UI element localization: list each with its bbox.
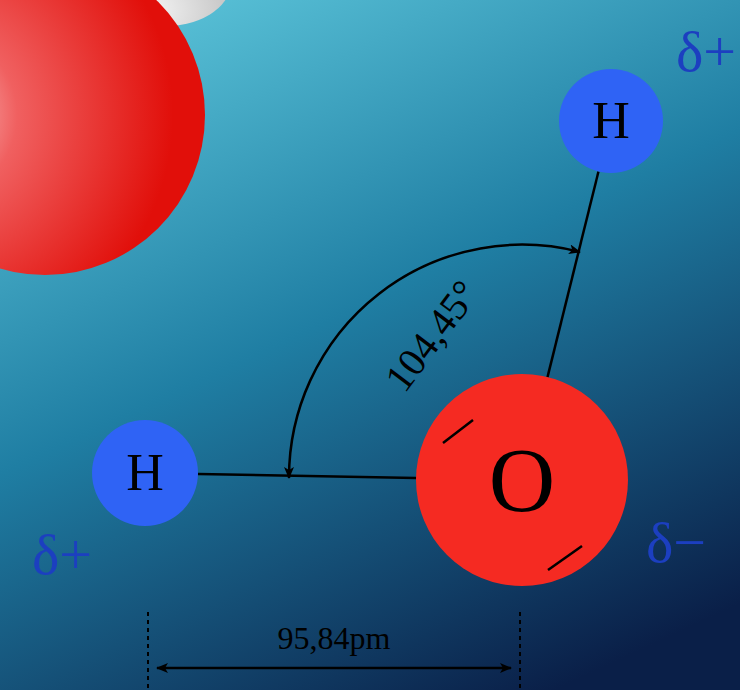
partial-charge: δ+: [32, 526, 92, 584]
partial-charge: δ−: [646, 514, 706, 572]
atom-symbol: O: [489, 434, 555, 526]
atom-symbol: H: [592, 95, 630, 147]
oxygen-atom: O: [416, 374, 628, 586]
hydrogen-atom: H: [559, 69, 663, 173]
dimension-line: [157, 667, 511, 670]
extension-line: [147, 612, 149, 690]
bond-line: [548, 171, 599, 377]
oxygen-sphere: [0, 0, 205, 275]
bond-line: [198, 474, 416, 478]
dimension-label: 95,84pm: [278, 622, 391, 654]
partial-charge: δ+: [676, 23, 736, 81]
extension-line: [519, 612, 521, 690]
hydrogen-atom: H: [92, 420, 198, 526]
atom-symbol: H: [126, 447, 164, 499]
